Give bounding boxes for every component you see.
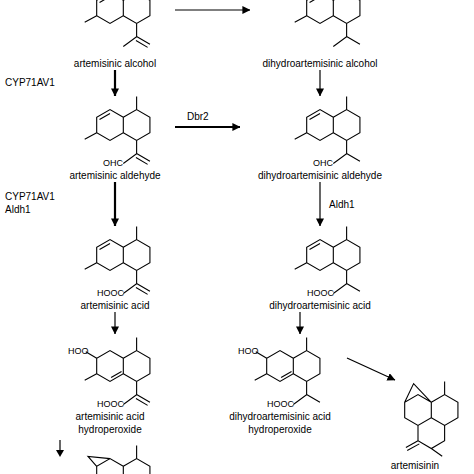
ring-core (255, 337, 320, 381)
atom-group-label: OHC (103, 158, 123, 169)
compound-name: artemisinin (391, 459, 439, 472)
isopropyl-chain (333, 140, 360, 163)
ring-double-bond (111, 372, 121, 378)
compound-name: dihydroartemisinic aldehyde (258, 169, 382, 182)
atom-group-label: HOOC (97, 399, 124, 410)
compound: dihydroartemisinic acid hydroperoxide (213, 334, 347, 436)
isopropenyl-chain (123, 270, 150, 294)
ring-core (85, 337, 150, 381)
compound: artemisinic alcohol (55, 0, 175, 70)
isopropenyl-chain (123, 140, 150, 164)
compound-name: dihydroartemisinic alcohol (262, 57, 377, 70)
artemisinin-skeleton (405, 381, 458, 456)
reaction-arrow (347, 358, 395, 380)
enzyme-label: CYP71AV1 (4, 76, 56, 89)
reaction-arrow (175, 126, 240, 128)
compound-name: artemisinic acid hydroperoxide (43, 410, 177, 436)
compound-name: dihydroartemisinic acid (269, 299, 371, 312)
arrow-head (56, 450, 64, 457)
atom-group-label: HOOC (267, 399, 294, 410)
structure (85, 226, 150, 294)
compound: dihydroartemisinic alcohol (250, 0, 390, 70)
reaction-arrow (114, 182, 116, 226)
ring-double-bond (100, 0, 110, 3)
structure (85, 96, 150, 164)
compound: artemisinic acid (55, 226, 175, 312)
compound-name: artemisinic acid (81, 299, 150, 312)
atom-group-label: HOO (238, 346, 259, 357)
structure (295, 96, 360, 163)
epoxide-ring (88, 456, 110, 466)
structure (295, 0, 360, 46)
ring-core (85, 445, 150, 474)
compound-name: artemisinic aldehyde (69, 169, 160, 182)
atom-group-label: HOOC (97, 288, 124, 299)
isopropenyl-chain (123, 381, 150, 405)
atom-group-label: HOO (68, 346, 89, 357)
ring-double-bond (310, 0, 320, 3)
compound: artemisinic aldehyde (55, 96, 175, 182)
ring-core (85, 96, 150, 140)
reaction-arrow (319, 70, 320, 96)
ring-double-bond (281, 372, 291, 378)
structure (85, 445, 150, 474)
ring-core (295, 96, 360, 140)
isopropyl-chain (333, 23, 360, 46)
structure (85, 0, 150, 47)
isopropenyl-chain (123, 23, 150, 47)
atom-group-label: OHC (313, 158, 333, 169)
reaction-arrow (175, 9, 250, 10)
isopropyl-chain (333, 270, 360, 293)
compound: dihydroartemisinic aldehyde (240, 96, 400, 182)
enzyme-label: CYP71AV1 Aldh1 (4, 190, 68, 216)
atom-group-label: HOOC (307, 288, 334, 299)
ring-double-bond (310, 113, 320, 119)
structure (255, 337, 320, 404)
reaction-arrow (319, 182, 320, 226)
enzyme-label: Aldh1 (328, 198, 356, 211)
structure (405, 381, 458, 456)
reaction-arrow (114, 312, 115, 334)
compound-name: artemisinic alcohol (74, 57, 156, 70)
ring-core (295, 0, 360, 23)
reaction-arrow (299, 312, 300, 334)
compound: dihydroartemisinic acid (250, 226, 390, 312)
compound: artemisinin (360, 380, 470, 472)
structure (295, 226, 360, 293)
enzyme-label: Dbr2 (186, 110, 210, 123)
reaction-arrow (114, 70, 116, 96)
ring-double-bond (100, 243, 110, 249)
isopropyl-chain (293, 381, 320, 404)
structure (85, 337, 150, 405)
compound-name: dihydroartemisinic acid hydroperoxide (213, 410, 347, 436)
ring-double-bond (100, 113, 110, 119)
ring-core (85, 0, 150, 23)
ring-core (85, 226, 150, 270)
ring-core (295, 226, 360, 270)
compound: artemisinic acid hydroperoxide (43, 334, 177, 436)
ring-double-bond (310, 243, 320, 249)
